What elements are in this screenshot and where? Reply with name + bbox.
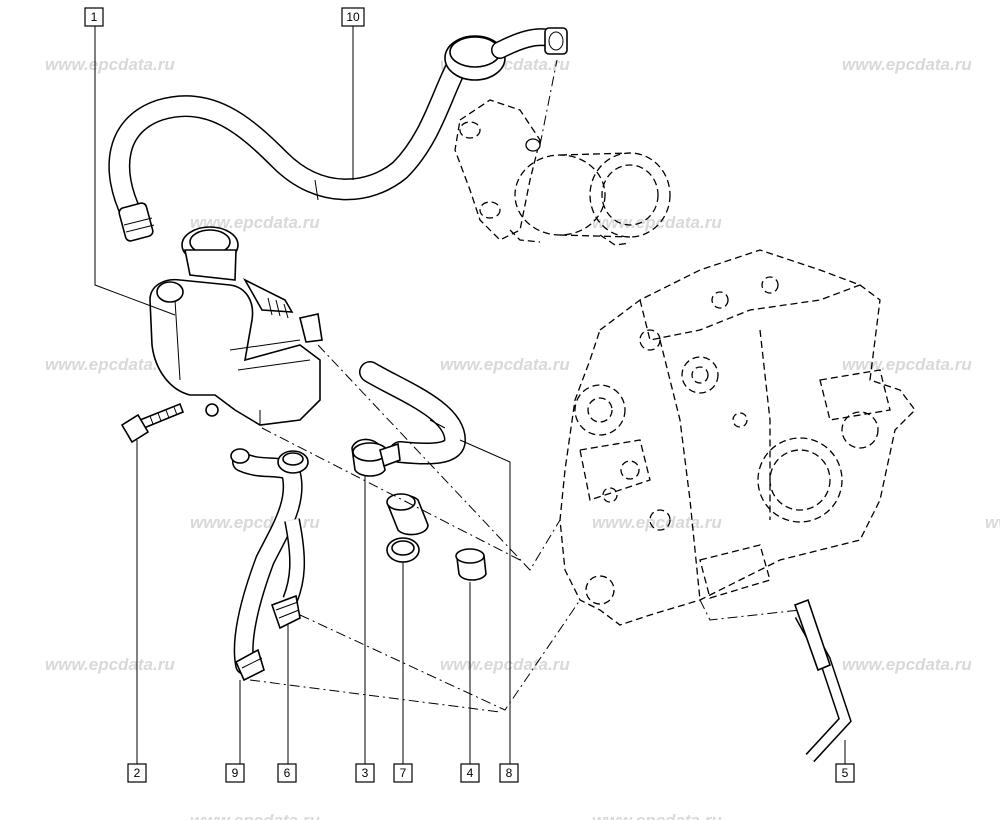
engine-block	[559, 249, 916, 626]
callout-5[interactable]: 5	[835, 763, 855, 783]
watermark-text: www.epcdata.ru	[592, 213, 722, 232]
callout-10[interactable]: 10	[341, 7, 365, 27]
watermark-text: www.epcdata.ru	[45, 655, 175, 674]
watermark-text: www.epcdata.ru	[842, 655, 972, 674]
watermark-text: www.epcdata.ru	[592, 811, 722, 820]
callout-6[interactable]: 6	[277, 763, 297, 783]
watermark-text: www.epcdata.ru	[985, 513, 1000, 532]
callout-label: 7	[400, 766, 407, 780]
watermark-text: www.epcdata.ru	[592, 513, 722, 532]
callout-7[interactable]: 7	[393, 763, 413, 783]
callout-4[interactable]: 4	[460, 763, 480, 783]
connection-lines	[249, 59, 801, 713]
breather-housing	[454, 99, 671, 246]
watermark-text: www.epcdata.ru	[45, 55, 175, 74]
callout-label: 1	[91, 10, 98, 24]
callout-label: 4	[467, 766, 474, 780]
callout-label: 6	[284, 766, 291, 780]
sleeve-and-clamp	[386, 493, 429, 563]
watermarks: www.epcdata.ru www.epcdata.ru www.epcdat…	[45, 55, 1000, 820]
callout-label: 5	[842, 766, 849, 780]
callout-label: 8	[506, 766, 513, 780]
leader-lines	[94, 25, 846, 765]
watermark-text: www.epcdata.ru	[440, 355, 570, 374]
hose-8	[359, 361, 467, 465]
callout-label: 10	[346, 10, 360, 24]
bolt	[120, 402, 185, 444]
callout-8[interactable]: 8	[499, 763, 519, 783]
watermark-text: www.epcdata.ru	[190, 213, 320, 232]
lower-hose	[230, 448, 309, 682]
elbow-fitting	[351, 438, 401, 477]
callout-label: 3	[362, 766, 369, 780]
watermark-text: www.epcdata.ru	[842, 355, 972, 374]
watermark-text: www.epcdata.ru	[440, 655, 570, 674]
cap	[455, 548, 487, 581]
callout-9[interactable]: 9	[225, 763, 245, 783]
callout-label: 9	[232, 766, 239, 780]
dipstick-tube	[793, 598, 852, 763]
callout-1[interactable]: 1	[84, 7, 104, 27]
hose-10	[108, 27, 568, 242]
callout-label: 2	[134, 766, 141, 780]
watermark-text: www.epcdata.ru	[190, 811, 320, 820]
callout-3[interactable]: 3	[355, 763, 375, 783]
watermark-text: www.epcdata.ru	[842, 55, 972, 74]
oil-separator	[149, 226, 323, 426]
watermark-text: www.epcdata.ru	[45, 355, 175, 374]
callout-2[interactable]: 2	[127, 763, 147, 783]
